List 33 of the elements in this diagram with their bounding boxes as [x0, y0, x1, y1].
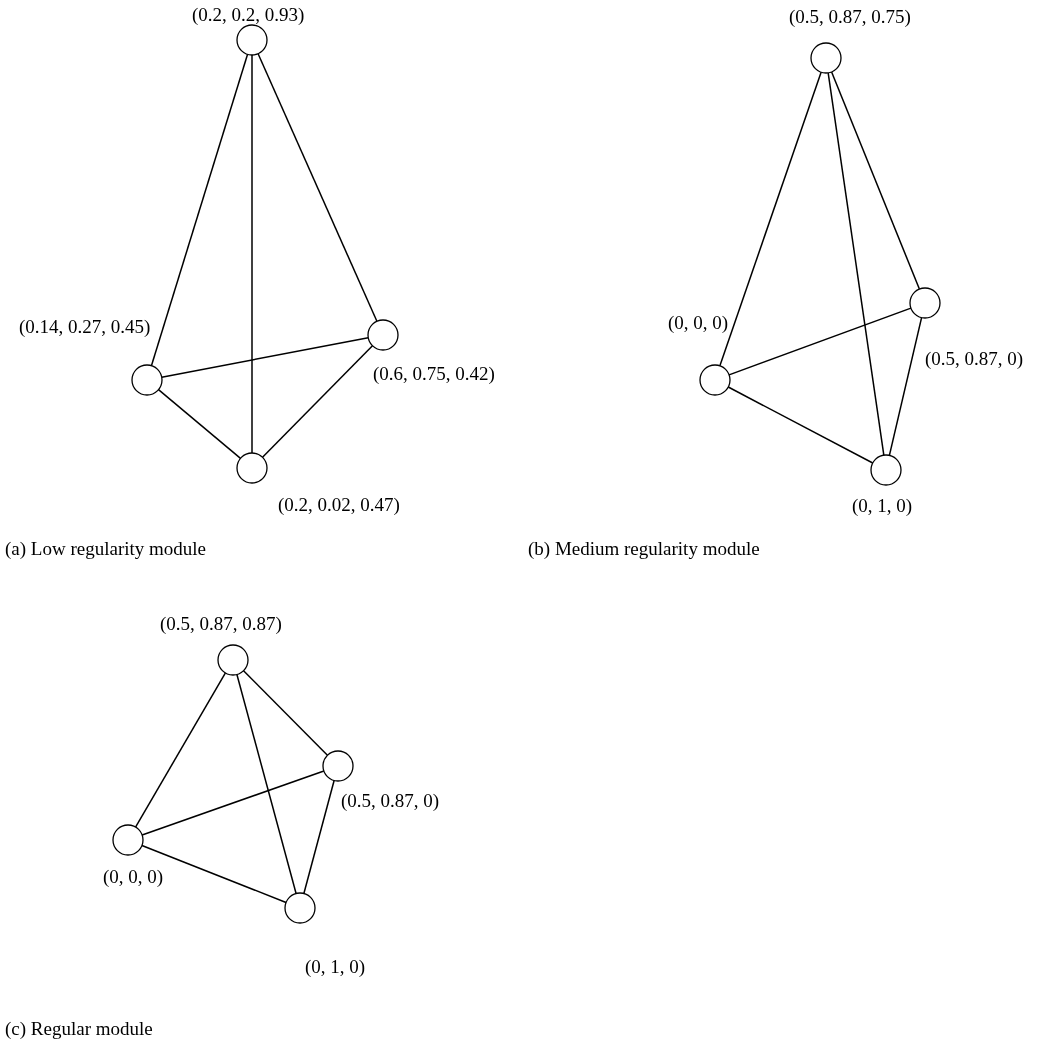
coordinate-label: (0.6, 0.75, 0.42) — [373, 363, 495, 385]
edge-line — [161, 337, 369, 378]
edge-line — [141, 770, 325, 836]
coordinate-label: (0, 1, 0) — [305, 956, 366, 978]
coordinate-label: (0.5, 0.87, 0) — [925, 348, 1024, 370]
edge-line — [830, 71, 921, 290]
edge-line — [727, 386, 874, 464]
coordinate-label: (0, 1, 0) — [852, 495, 913, 517]
coordinate-label: (0.2, 0.02, 0.47) — [278, 494, 400, 516]
edge-line — [257, 52, 378, 323]
edge-line — [134, 672, 227, 828]
coordinate-label: (0.5, 0.87, 0) — [341, 790, 440, 812]
edge-line — [888, 316, 923, 457]
edge-line — [728, 307, 912, 376]
edge-line — [719, 71, 822, 367]
coordinate-label: (0.14, 0.27, 0.45) — [19, 316, 151, 338]
edge-line — [236, 673, 297, 895]
coordinate-label: (0, 0, 0) — [668, 312, 729, 334]
edge-line — [303, 779, 335, 895]
edge-line — [157, 388, 242, 460]
coordinate-label: (0.2, 0.2, 0.93) — [192, 4, 305, 26]
coordinate-label: (0.5, 0.87, 0.87) — [160, 613, 282, 635]
edge-line — [141, 844, 287, 904]
coordinate-label: (0, 0, 0) — [103, 866, 164, 888]
edge-line — [251, 54, 253, 454]
edge-line — [261, 344, 374, 459]
edge-line — [150, 53, 249, 367]
panel-caption: (a) Low regularity module — [5, 538, 206, 560]
panel-caption: (b) Medium regularity module — [528, 538, 760, 560]
coordinate-label: (0.5, 0.87, 0.75) — [789, 6, 911, 28]
panel-caption: (c) Regular module — [5, 1018, 153, 1040]
edge-line — [242, 669, 329, 757]
edge-line — [827, 72, 885, 456]
